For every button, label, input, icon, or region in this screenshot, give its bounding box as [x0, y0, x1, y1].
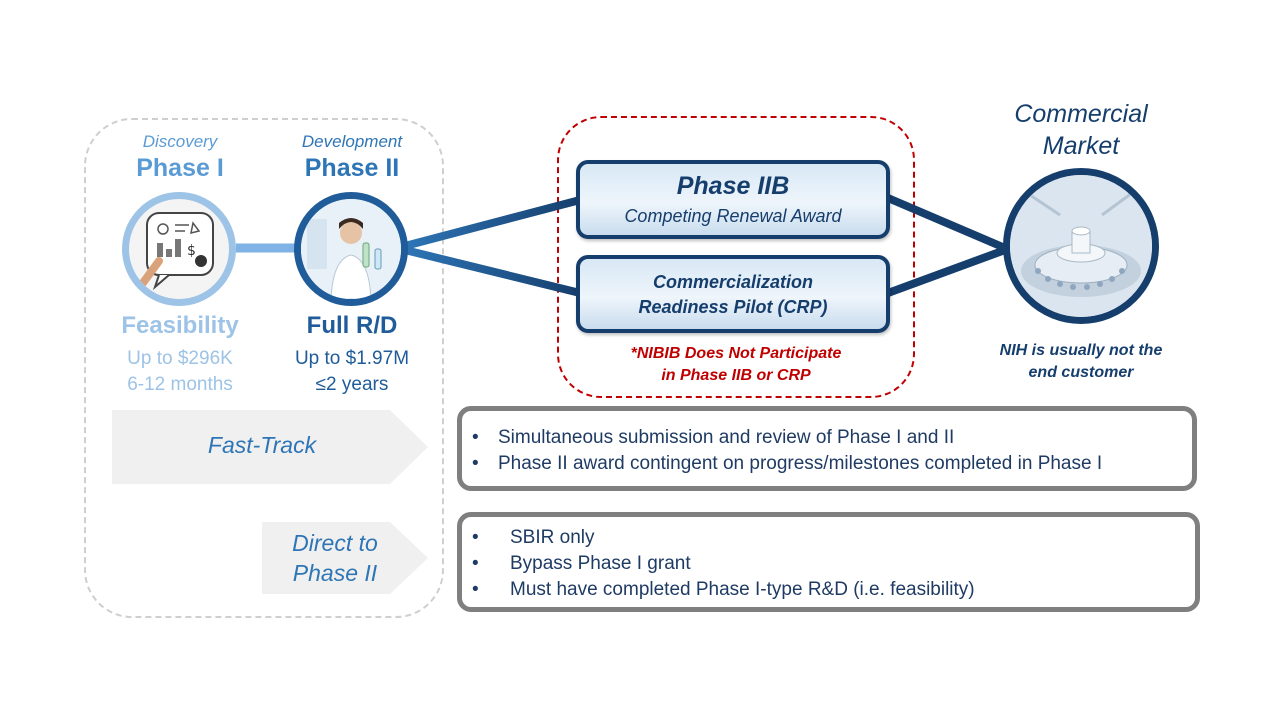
direct-details-box: • SBIR only • Bypass Phase I grant • Must h… [457, 512, 1200, 612]
bullet-marker: • [472, 453, 479, 474]
fast-track-bullet: • Simultaneous submission and review of P… [472, 427, 954, 449]
crp-to-market-line [886, 246, 1007, 297]
phase2-funding: Up to $1.97M [294, 348, 410, 369]
market-title-line1: Commercial [1014, 100, 1148, 128]
phase2-to-crp-line [404, 246, 581, 297]
sketch-icon: $ [133, 212, 214, 295]
market-note-line1: NIH is usually not the [999, 342, 1163, 359]
market-title-line2: Market [1042, 132, 1120, 160]
phase2b-subtitle: Competing Renewal Award [624, 206, 842, 226]
phase2-duration: ≤2 years [315, 374, 389, 395]
nibib-note-line2: in Phase IIB or CRP [661, 367, 811, 384]
direct-bullet: • Must have completed Phase I-type R&D (i… [472, 579, 975, 601]
direct-bullet: • Bypass Phase I grant [472, 553, 691, 575]
direct-bullet: • SBIR only [472, 527, 594, 549]
phase2-result: Full R/D [306, 312, 398, 339]
svg-text:$: $ [187, 243, 196, 259]
phase1-feasibility-image: $ [122, 192, 236, 306]
fast-track-arrow: Fast-Track [112, 410, 428, 484]
fast-track-details-box: • Simultaneous submission and review of P… [457, 406, 1197, 491]
phase2b-to-market-line [886, 194, 1007, 252]
bullet-marker: • [472, 527, 479, 548]
fast-track-bullet-text: Simultaneous submission and review of Ph… [498, 427, 955, 448]
phase1-title: Phase I [136, 154, 224, 182]
crp-panel: Commercialization Readiness Pilot (CRP) [576, 255, 890, 333]
direct-bullet-text: Bypass Phase I grant [510, 553, 691, 574]
crp-title-line2: Readiness Pilot (CRP) [638, 297, 828, 317]
bullet-marker: • [472, 579, 479, 600]
phase1-stage-label: Discovery [142, 132, 218, 151]
nibib-note-line1: *NIBIB Does Not Participate [630, 345, 842, 362]
phase2-title: Phase II [304, 154, 400, 182]
lab-carousel-icon [1010, 175, 1152, 317]
fast-track-label: Fast-Track [207, 432, 317, 458]
market-image [1003, 168, 1159, 324]
market-note-line2: end customer [1028, 364, 1134, 381]
direct-label-line2: Phase II [292, 560, 378, 586]
bullet-marker: • [472, 553, 479, 574]
phase1-result: Feasibility [121, 312, 239, 339]
direct-label-line1: Direct to [292, 530, 378, 556]
fast-track-bullet: • Phase II award contingent on progress/m… [472, 453, 1102, 475]
crp-title-line1: Commercialization [652, 272, 814, 292]
phase2-stage-label: Development [301, 132, 403, 151]
lab-scientist-icon [301, 199, 401, 299]
phase1-duration: 6-12 months [127, 374, 233, 395]
phase2b-panel: Phase IIB Competing Renewal Award [576, 160, 890, 239]
phase1-funding: Up to $296K [127, 348, 233, 369]
fast-track-bullet-text: Phase II award contingent on progress/mi… [498, 453, 1103, 474]
phase2b-title: Phase IIB [676, 172, 790, 200]
bullet-marker: • [472, 427, 479, 448]
phase2-to-phase2b-line [403, 196, 582, 250]
direct-bullet-text: Must have completed Phase I-type R&D (i.… [510, 579, 975, 600]
direct-to-phase2-arrow: Direct to Phase II [262, 522, 428, 594]
early-phases-outline [84, 118, 444, 618]
direct-bullet-text: SBIR only [510, 527, 595, 548]
phase2-lab-image [294, 192, 408, 306]
phase-iib-crp-outline [557, 116, 915, 398]
